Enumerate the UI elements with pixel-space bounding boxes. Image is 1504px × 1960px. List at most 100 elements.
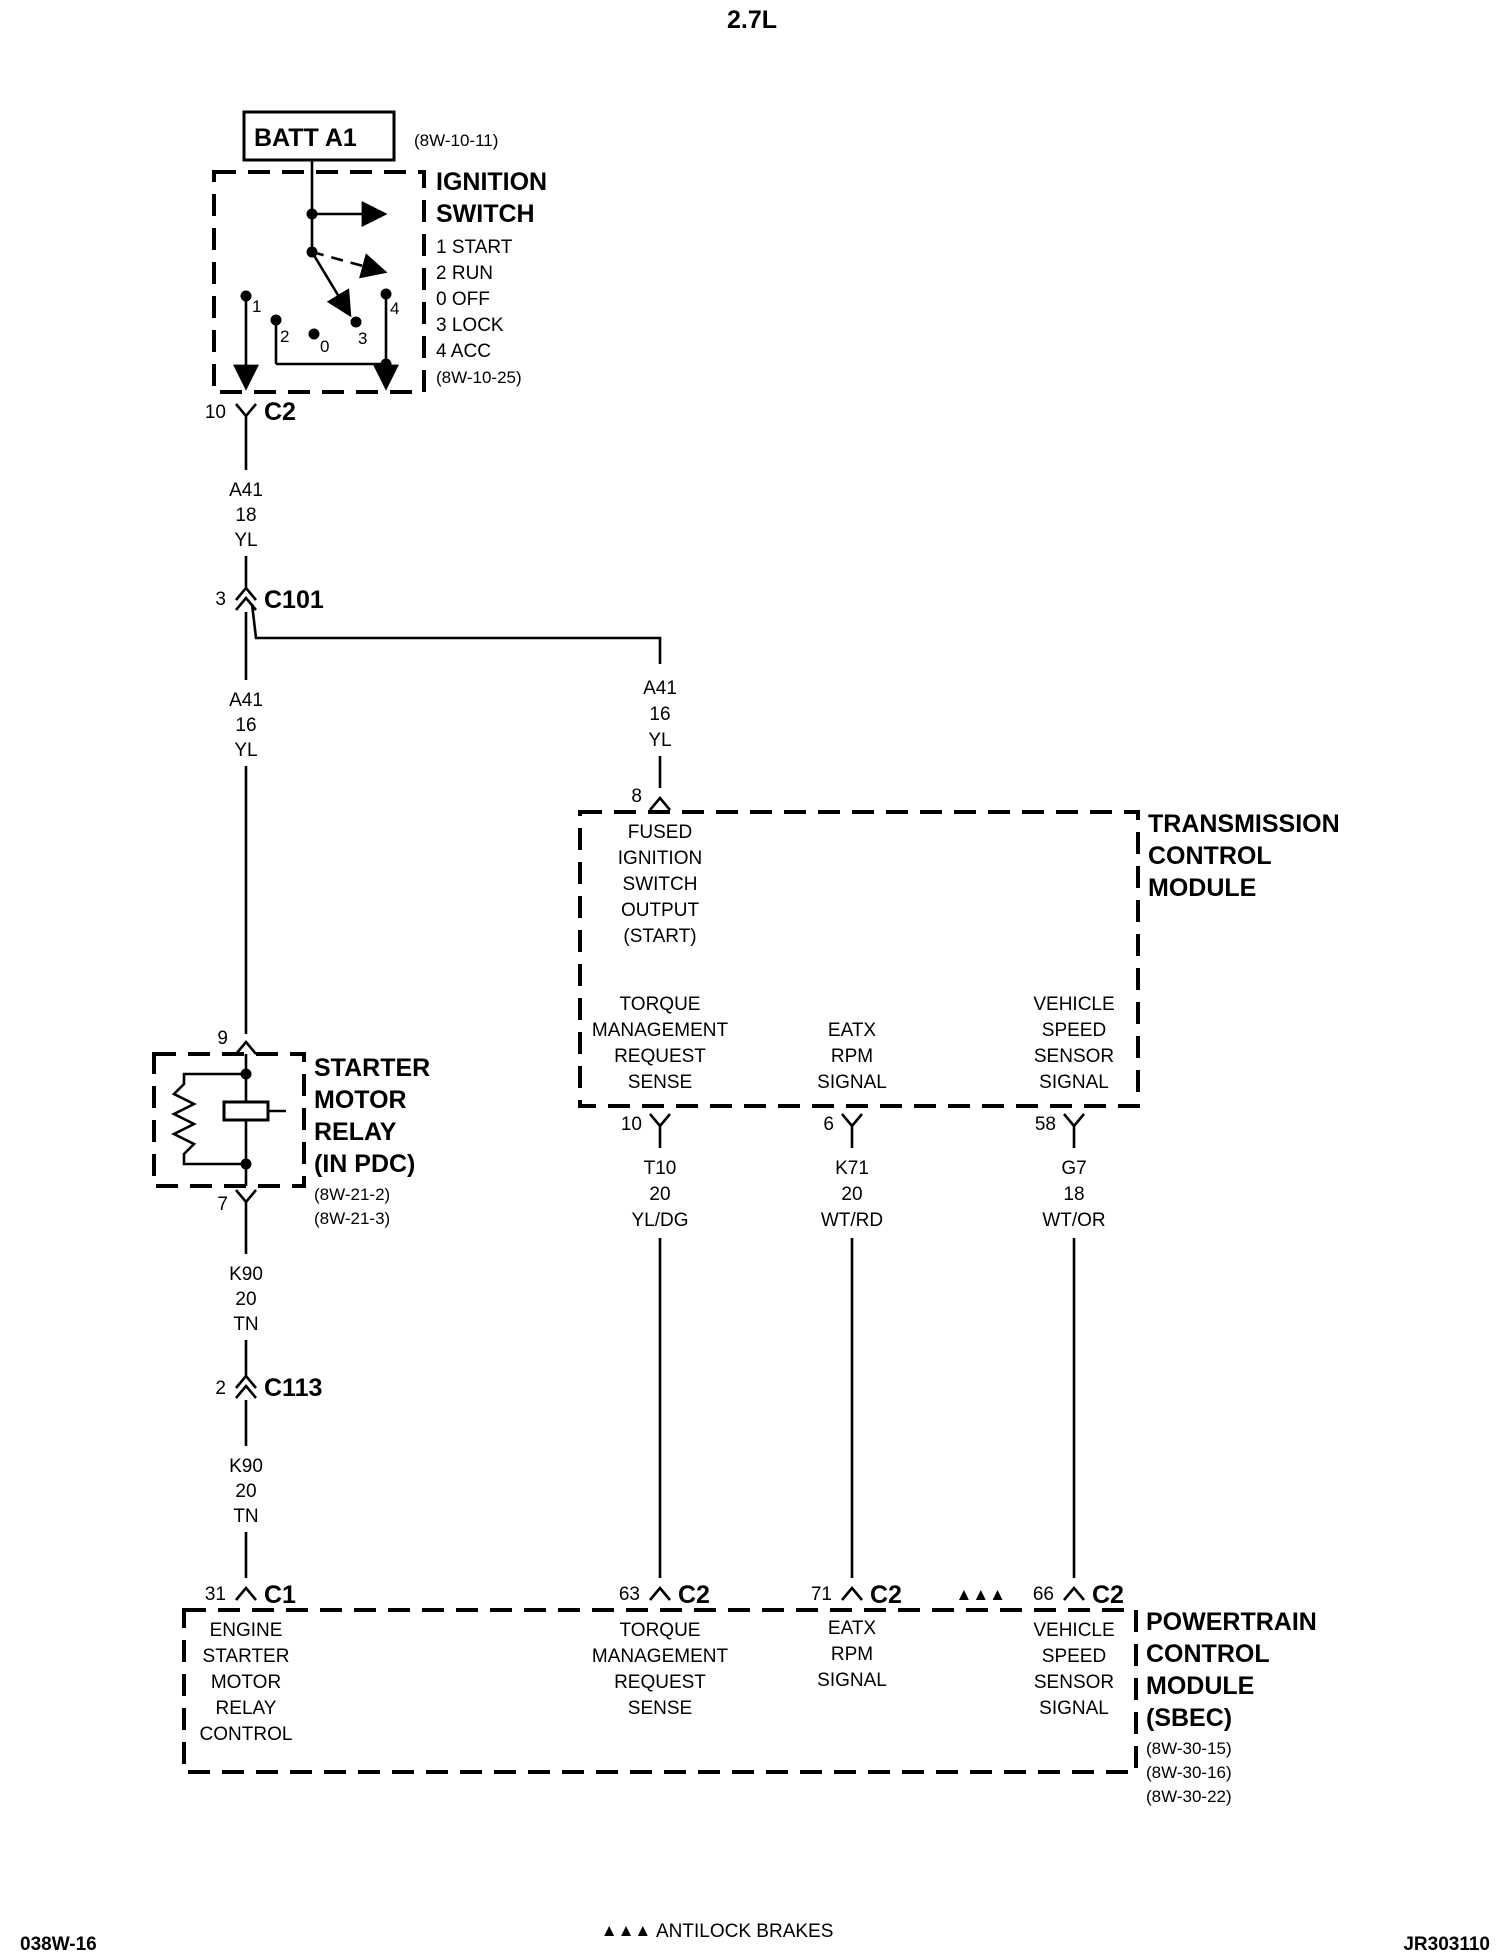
tcm-title-line: CONTROL [1148, 842, 1272, 870]
svg-text:WT/OR: WT/OR [1042, 1210, 1105, 1231]
pcm-input-label: REQUEST [614, 1672, 706, 1693]
tcm-output-label: SPEED [1042, 1020, 1106, 1041]
tcm-output-label: RPM [831, 1046, 873, 1067]
pcm-title-line: MODULE [1146, 1672, 1254, 1700]
pcm-connector: C2 [1092, 1581, 1124, 1609]
tcm-output-pin: 6 [823, 1114, 834, 1135]
pcm-input-label: MOTOR [211, 1672, 281, 1693]
pcm-input-label: CONTROL [200, 1724, 293, 1745]
ignition-position: 1 START [436, 237, 513, 258]
switch-pin: 4 [390, 299, 399, 318]
relay-pin-top: 9 [217, 1028, 228, 1049]
svg-text:A41: A41 [229, 480, 263, 501]
svg-text:TN: TN [233, 1506, 258, 1527]
wire-label-t10: T10 20 YL/DG [631, 1158, 688, 1231]
wire-label-a41-16: A41 16 YL [229, 690, 263, 761]
tcm-input-label: OUTPUT [621, 900, 700, 921]
tcm-output-label: REQUEST [614, 1046, 706, 1067]
relay-box [152, 1052, 306, 1188]
wire-label-k90-lower: K90 20 TN [229, 1456, 263, 1527]
tcm-output-pin: 10 [621, 1114, 642, 1135]
pcm-ref: (8W-30-22) [1146, 1787, 1232, 1806]
pcm-input-label: SIGNAL [1039, 1698, 1109, 1719]
connector-pin: 10 [205, 402, 226, 423]
relay-resistor [171, 1072, 246, 1166]
ignition-title-line: SWITCH [436, 200, 535, 228]
svg-text:16: 16 [649, 704, 670, 725]
tcm-input-label: IGNITION [618, 848, 702, 869]
wire-label-k90-upper: K90 20 TN [229, 1264, 263, 1335]
tcm-pin-in: 8 [631, 786, 642, 807]
tcm-output-label: TORQUE [620, 994, 701, 1015]
pcm-input-label: SIGNAL [817, 1670, 887, 1691]
pcm-connector: C1 [264, 1581, 296, 1609]
relay-ref: (8W-21-3) [314, 1209, 390, 1228]
tcm-title-line: MODULE [1148, 874, 1256, 902]
pcm-pin: 63 [619, 1584, 640, 1605]
svg-text:18: 18 [235, 505, 256, 526]
svg-text:YL/DG: YL/DG [631, 1210, 688, 1231]
powertrain-control-module: 31 C1 63 C2 71 C2 ▲▲▲ 66 C2 POWERTRAIN C… [182, 1581, 1317, 1806]
pcm-input-label: RPM [831, 1644, 873, 1665]
pcm-pin: 31 [205, 1584, 226, 1605]
svg-text:K71: K71 [835, 1158, 869, 1179]
pcm-pin: 71 [811, 1584, 832, 1605]
switch-pin: 3 [358, 329, 367, 348]
pcm-title-line: POWERTRAIN [1146, 1608, 1317, 1636]
page-title: 2.7L [727, 6, 777, 34]
legend-text: ANTILOCK BRAKES [656, 1921, 833, 1942]
tcm-input-label: FUSED [628, 822, 692, 843]
svg-text:TN: TN [233, 1314, 258, 1335]
connector-c101: 3 C101 [215, 586, 323, 614]
pcm-box [182, 1608, 1138, 1774]
pcm-input-label: ENGINE [210, 1620, 283, 1641]
tcm-title-line: TRANSMISSION [1148, 810, 1340, 838]
pcm-input-label: EATX [828, 1618, 877, 1639]
pcm-pin: 66 [1033, 1584, 1054, 1605]
relay-title-line: STARTER [314, 1054, 430, 1082]
pcm-input-label: TORQUE [620, 1620, 701, 1641]
relay-title-line: (IN PDC) [314, 1150, 415, 1178]
svg-text:20: 20 [649, 1184, 670, 1205]
tcm-box [578, 810, 1140, 1108]
connector-c2-ignition: 10 C2 [205, 398, 296, 426]
pcm-title-line: (SBEC) [1146, 1704, 1232, 1732]
pcm-input-label: SPEED [1042, 1646, 1106, 1667]
tcm-output-label: SIGNAL [1039, 1072, 1109, 1093]
batt-ref: (8W-10-11) [414, 131, 498, 150]
svg-text:A41: A41 [229, 690, 263, 711]
connector-c113: 2 C113 [215, 1374, 322, 1402]
ignition-title-line: IGNITION [436, 168, 547, 196]
connector-pin: 3 [215, 589, 226, 610]
antilock-legend-icon: ▲▲▲ [601, 1921, 651, 1940]
pcm-ref: (8W-30-16) [1146, 1763, 1232, 1782]
switch-pin: 2 [280, 327, 289, 346]
tcm-output-label: SENSOR [1034, 1046, 1114, 1067]
svg-text:16: 16 [235, 715, 256, 736]
pcm-title-line: CONTROL [1146, 1640, 1270, 1668]
pcm-input-label: VEHICLE [1033, 1620, 1114, 1641]
pcm-input-label: SENSE [628, 1698, 692, 1719]
switch-pin: 0 [320, 337, 329, 356]
tcm-output-label: MANAGEMENT [592, 1020, 729, 1041]
svg-text:YL: YL [234, 530, 257, 551]
ignition-position: 3 LOCK [436, 315, 504, 336]
relay-coil [222, 1100, 270, 1122]
tcm-output-label: SIGNAL [817, 1072, 887, 1093]
pcm-connector: C2 [870, 1581, 902, 1609]
svg-text:20: 20 [235, 1481, 256, 1502]
antilock-marker-icon: ▲▲▲ [956, 1585, 1006, 1604]
svg-text:YL: YL [648, 730, 671, 751]
legend: ▲▲▲ ANTILOCK BRAKES [601, 1921, 834, 1942]
svg-text:18: 18 [1063, 1184, 1084, 1205]
tcm-output-pin: 58 [1035, 1114, 1056, 1135]
ignition-position: 0 OFF [436, 289, 490, 310]
pcm-ref: (8W-30-15) [1146, 1739, 1232, 1758]
relay-title-line: MOTOR [314, 1086, 407, 1114]
svg-text:YL: YL [234, 740, 257, 761]
ignition-switch: BATT A1 (8W-10-11) IGNITION SWITCH 1 STA… [212, 110, 547, 394]
svg-text:G7: G7 [1061, 1158, 1086, 1179]
svg-text:K90: K90 [229, 1456, 263, 1477]
pcm-connector: C2 [678, 1581, 710, 1609]
relay-pin-bottom: 7 [217, 1194, 228, 1215]
